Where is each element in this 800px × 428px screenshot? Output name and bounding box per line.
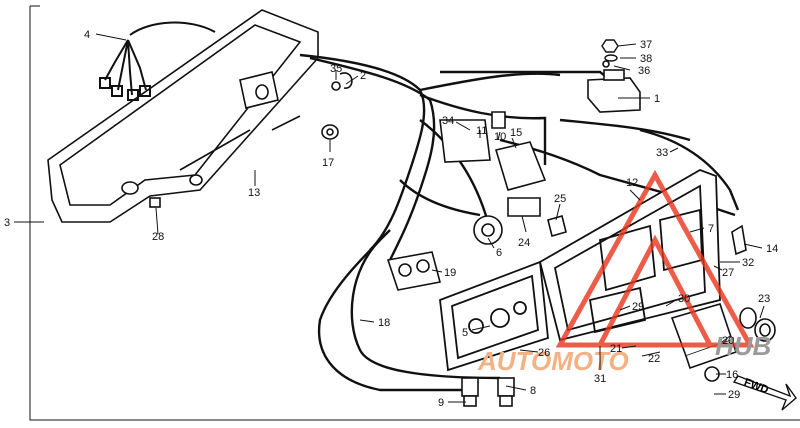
nuts-37-38	[601, 39, 619, 62]
callout-35: 35	[330, 63, 342, 75]
callout-32: 32	[742, 257, 754, 269]
callout-3: 3	[4, 217, 10, 229]
callout-31: 31	[594, 373, 606, 385]
callout-23: 23	[758, 293, 770, 305]
callout-38: 38	[640, 53, 652, 65]
watermark-triangles	[555, 169, 755, 348]
callout-22: 22	[648, 353, 660, 365]
callout-4: 4	[84, 29, 90, 41]
rear-cover-panel	[47, 9, 319, 223]
leader-lines	[14, 33, 765, 403]
callout-26: 26	[538, 347, 550, 359]
callout-2: 2	[360, 70, 366, 82]
callout-1: 1	[654, 93, 660, 105]
small-parts	[149, 72, 353, 208]
callout-18: 18	[378, 317, 390, 329]
control-modules	[439, 111, 547, 217]
callout-37: 37	[640, 39, 652, 51]
parts-8-9-sockets	[461, 377, 515, 407]
callout-27: 27	[722, 267, 734, 279]
callout-7: 7	[708, 223, 714, 235]
callout-19: 19	[444, 267, 456, 279]
fwd-arrow: FWD	[732, 375, 797, 411]
callout-36: 36	[638, 65, 650, 77]
front-control-panel	[439, 260, 549, 372]
callout-17: 17	[322, 157, 334, 169]
callout-21: 21	[610, 343, 622, 355]
callout-25: 25	[554, 193, 566, 205]
part-1-relay	[587, 60, 641, 113]
callout-14: 14	[766, 243, 778, 255]
callout-11: 11	[476, 125, 487, 137]
callout-labels: 1 2 3 4 5 6 7 8 9 10 11 12 13 14 15 16 1…	[4, 29, 778, 409]
callout-15: 15	[510, 127, 522, 139]
callout-29a: 29	[632, 301, 644, 313]
callout-28: 28	[152, 231, 164, 243]
main-harness	[299, 53, 740, 392]
callout-12: 12	[626, 177, 638, 189]
callout-16: 16	[726, 369, 738, 381]
callout-8: 8	[530, 385, 536, 397]
part-14-plug	[731, 224, 747, 256]
callout-6: 6	[496, 247, 502, 259]
callout-10: 10	[494, 131, 506, 143]
callout-13: 13	[248, 187, 260, 199]
frame-bracket	[29, 5, 800, 421]
switch-and-receptacles	[386, 215, 567, 291]
callout-29b: 29	[728, 389, 740, 401]
harness-4	[99, 21, 216, 101]
callout-9: 9	[438, 397, 444, 409]
callout-34: 34	[442, 115, 454, 127]
callout-33: 33	[656, 147, 668, 159]
fwd-label: FWD	[742, 376, 770, 396]
callout-24: 24	[518, 237, 530, 249]
watermark-text-left: AUTOMOTO	[477, 346, 629, 376]
watermark-text-right: HUB	[715, 331, 771, 361]
callout-30: 30	[678, 293, 690, 305]
callout-5: 5	[462, 327, 468, 339]
callout-20: 20	[722, 335, 734, 347]
